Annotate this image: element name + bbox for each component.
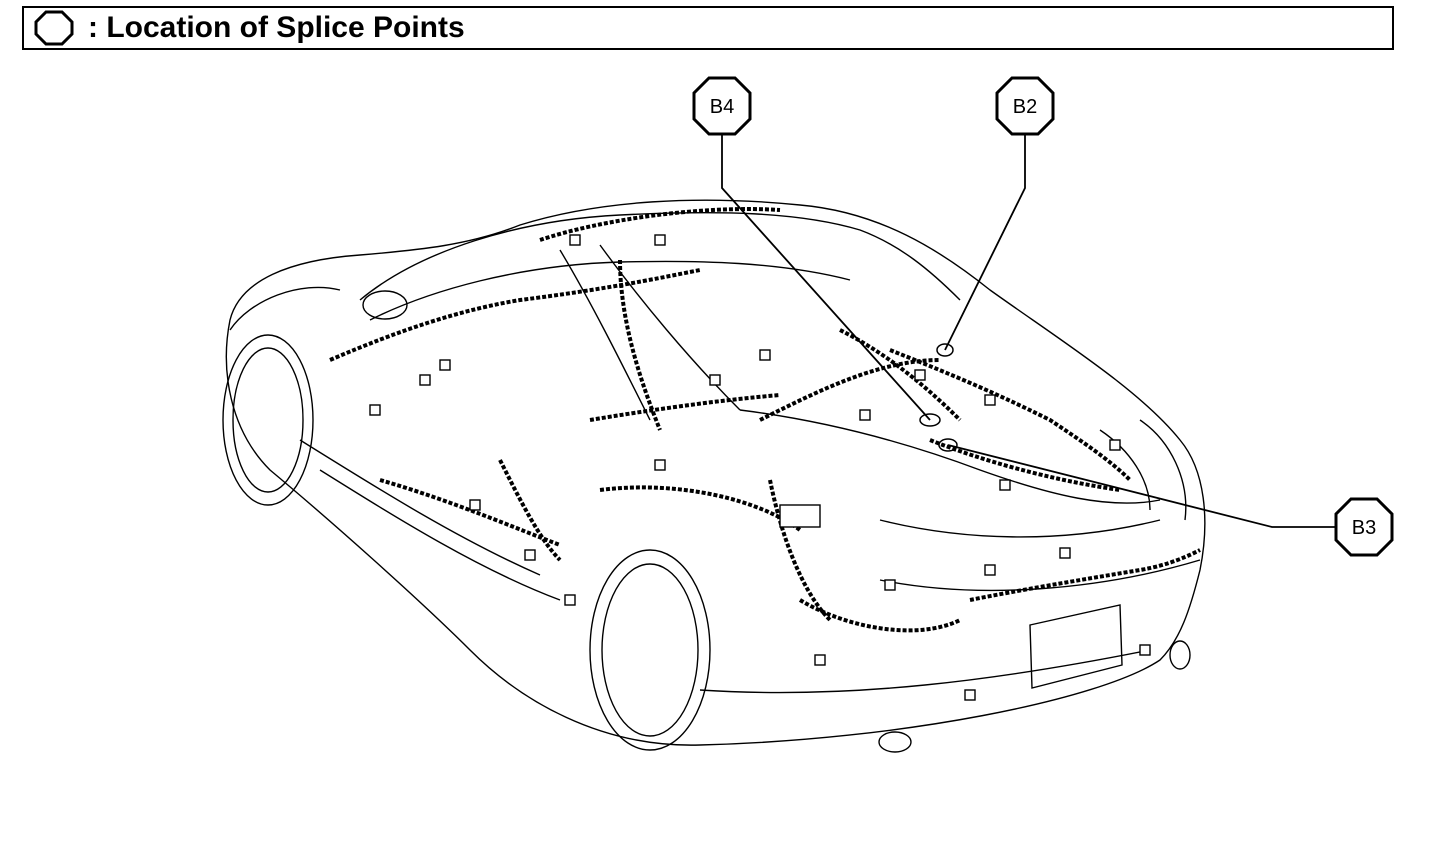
connectors	[369, 234, 1151, 701]
splice-markers	[919, 343, 958, 452]
wire-harness	[329, 207, 1201, 633]
front-wheel	[222, 334, 314, 506]
b2-splice-point	[936, 343, 954, 357]
car-body-outline	[225, 199, 1206, 753]
leader-lines	[721, 130, 1338, 528]
wheels	[222, 334, 711, 751]
header-box: : Location of Splice Points	[22, 6, 1394, 50]
callout-b3: B3	[1334, 497, 1394, 557]
b2-leader-line	[944, 130, 1026, 351]
callout-b2-label: B2	[1013, 96, 1037, 118]
b3-leader-line	[947, 444, 1338, 528]
b4-splice-point	[919, 413, 941, 427]
page-title: : Location of Splice Points	[88, 11, 465, 44]
rear-wheel	[589, 549, 711, 751]
splice-point-octagon-icon	[34, 10, 74, 46]
callout-b3-label: B3	[1352, 517, 1376, 539]
b3-splice-point	[938, 438, 958, 452]
callout-b4: B4	[692, 76, 752, 136]
callout-b4-label: B4	[710, 96, 734, 118]
b4-leader-line	[721, 130, 931, 421]
callout-b2: B2	[995, 76, 1055, 136]
